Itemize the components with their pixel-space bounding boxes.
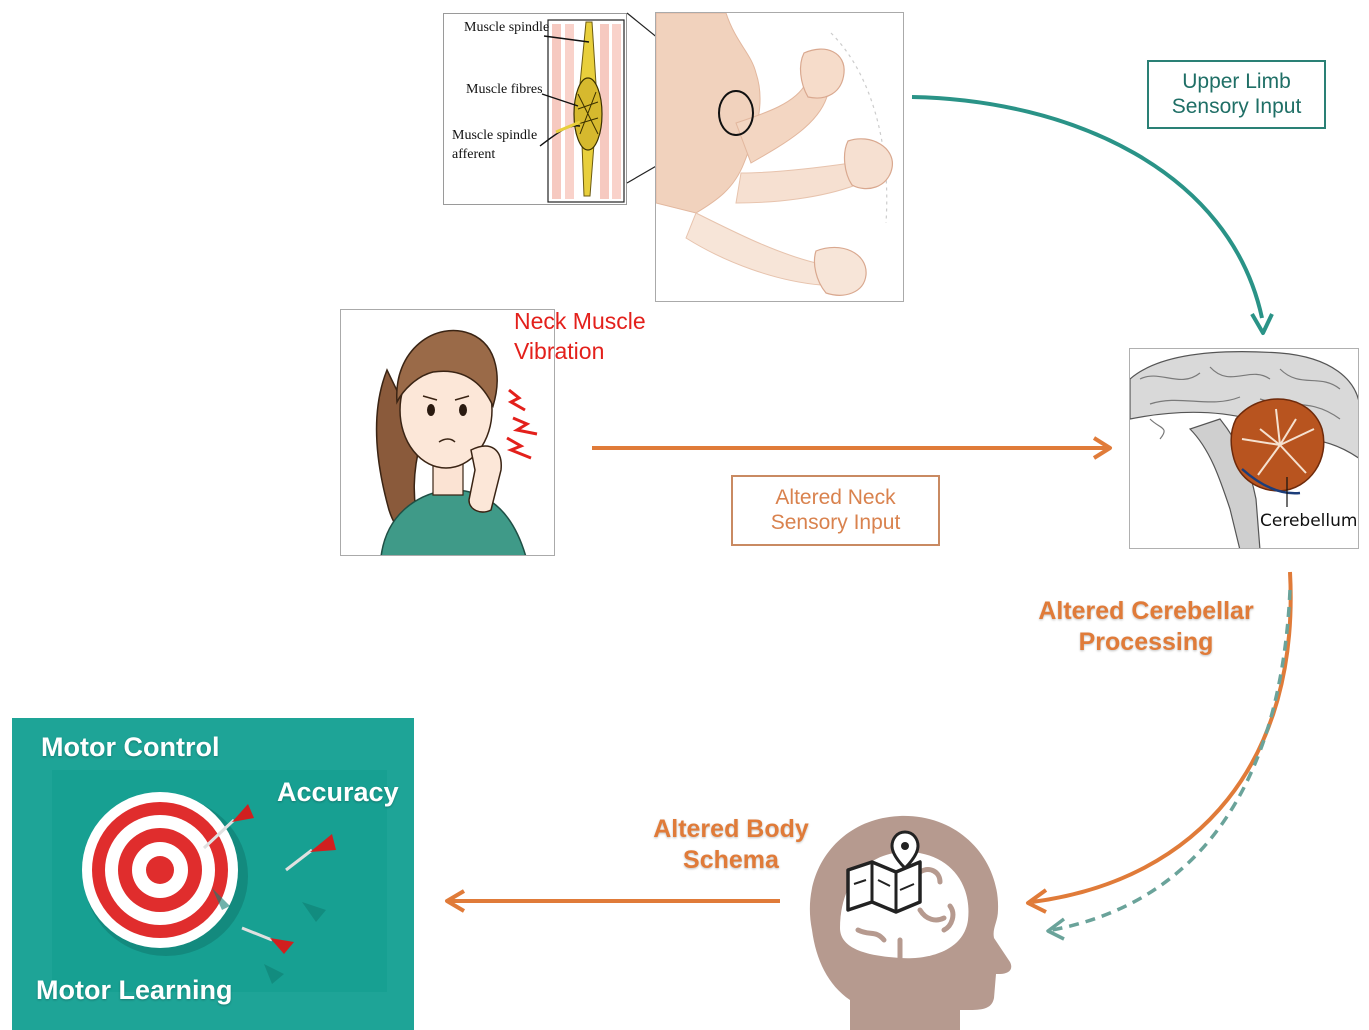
- neck-caption-line1: Altered Neck: [775, 486, 895, 511]
- upper-limb-caption: Upper Limb Sensory Input: [1147, 60, 1326, 129]
- motor-panel: Motor Control Accuracy Motor Learning: [12, 718, 414, 1030]
- cerebellum-panel: Cerebellum: [1129, 348, 1359, 549]
- cerebellar-processing-line1: Altered Cerebellar: [1020, 596, 1272, 627]
- neck-title-line2: Vibration: [514, 337, 646, 367]
- arm-illustration-panel: [655, 12, 904, 302]
- neck-title-line1: Neck Muscle: [514, 307, 646, 337]
- neck-title: Neck Muscle Vibration: [514, 307, 646, 367]
- dart-2: [286, 850, 312, 870]
- upper-limb-caption-line1: Upper Limb: [1182, 70, 1291, 95]
- body-schema-line2: Schema: [640, 845, 822, 876]
- cerebellum-label: Cerebellum: [1260, 511, 1357, 531]
- upper-limb-caption-line2: Sensory Input: [1172, 95, 1302, 120]
- neck-caption: Altered Neck Sensory Input: [731, 475, 940, 546]
- cerebellar-processing-line2: Processing: [1020, 627, 1272, 658]
- accuracy-label: Accuracy: [277, 777, 399, 808]
- dart-3: [242, 928, 272, 940]
- cerebellar-processing-label: Altered Cerebellar Processing: [1020, 596, 1272, 657]
- head-map-icon: [800, 810, 1015, 1030]
- arm-illustration: [656, 13, 904, 302]
- body-schema-label: Altered Body Schema: [640, 814, 822, 875]
- motor-learning-label: Motor Learning: [36, 975, 233, 1006]
- neck-caption-line2: Sensory Input: [771, 511, 901, 536]
- motor-control-label: Motor Control: [41, 732, 219, 763]
- body-schema-line1: Altered Body: [640, 814, 822, 845]
